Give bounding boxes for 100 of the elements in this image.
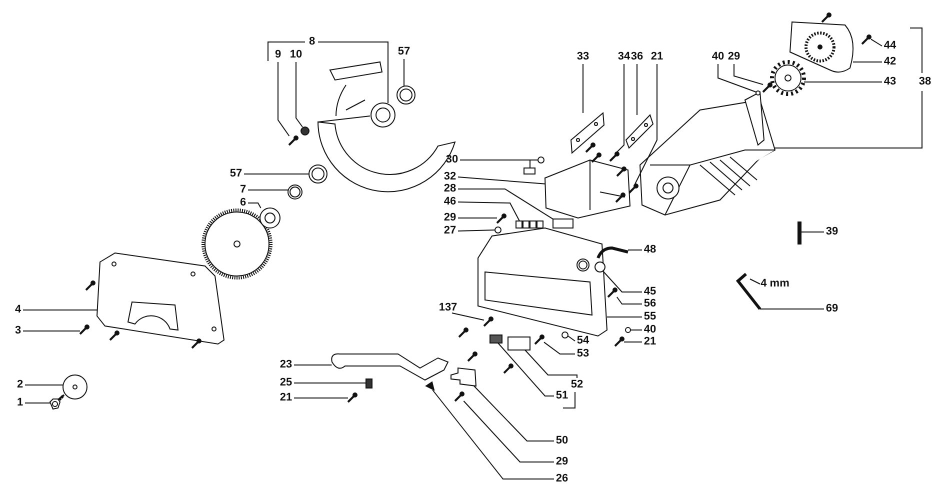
leader-line (458, 202, 520, 222)
ring (308, 164, 328, 184)
callout-number: 2 (16, 380, 24, 390)
terminal-block (516, 220, 544, 228)
screw (861, 34, 872, 45)
leader-line (458, 176, 546, 184)
washer (494, 226, 502, 234)
callout-number: 46 (444, 196, 456, 208)
leader-line (634, 64, 658, 184)
leader-line (616, 296, 642, 304)
ring (288, 184, 302, 200)
washer (62, 374, 88, 400)
leader-line (296, 62, 303, 128)
callout-number: 6 (240, 198, 246, 208)
callout-number: 7 (240, 184, 246, 196)
callout-number: 21 (650, 52, 664, 62)
leader-line (458, 230, 496, 232)
leader-line (24, 384, 64, 386)
screw (483, 316, 494, 327)
motor (639, 91, 776, 216)
leader-line (616, 64, 624, 152)
ring (396, 86, 416, 104)
leader-line (603, 272, 642, 292)
leader-line (718, 64, 756, 92)
screw (762, 82, 772, 93)
housing (478, 227, 608, 337)
leader-line (774, 90, 922, 148)
callout-number: 28 (444, 184, 456, 194)
fan (770, 60, 806, 96)
callout-number: 3 (14, 326, 22, 336)
carbon-brush (524, 168, 536, 174)
leader-line (568, 336, 576, 342)
callout-number: 38 (918, 76, 932, 88)
callout-number: 30 (446, 154, 458, 166)
brush-cap (538, 156, 544, 164)
callout-number: 25 (280, 378, 292, 388)
capacitor (552, 218, 574, 228)
plate (625, 114, 654, 149)
callout-number: 52 (570, 380, 584, 390)
callout-number: 40 (712, 52, 724, 62)
callout-number: 69 (826, 304, 838, 314)
callout-number: 23 (280, 360, 292, 370)
callout-number: 1 (16, 398, 24, 408)
callout-number: 51 (556, 390, 568, 402)
slide-switch (490, 334, 502, 344)
screw (607, 288, 618, 298)
callout-number: 56 (644, 298, 656, 310)
screw (534, 334, 544, 345)
leader-line (248, 202, 262, 208)
bolt (49, 394, 65, 410)
callout-number: 57 (230, 168, 242, 180)
leader-line (318, 42, 388, 104)
screw (288, 136, 298, 146)
callout-number: 57 (398, 46, 410, 58)
screw (609, 152, 620, 162)
callout-number: 48 (644, 244, 656, 256)
lever (331, 353, 448, 380)
leader-line (294, 364, 332, 366)
nut (300, 126, 310, 136)
callout-number: 43 (884, 76, 896, 88)
leader-line (22, 330, 80, 332)
callout-number: 9 (274, 50, 282, 60)
callout-number: 27 (444, 226, 456, 236)
dimension-label: 4 mm (760, 278, 790, 290)
callout-number: 33 (576, 52, 590, 62)
cable (596, 246, 628, 259)
callout-number: 29 (444, 212, 456, 224)
switch (508, 336, 530, 350)
leader-line (760, 308, 824, 310)
callout-number: 40 (644, 324, 656, 336)
leader-line (606, 316, 642, 318)
leader-line (870, 38, 882, 46)
screw (614, 336, 624, 347)
ring (260, 208, 280, 228)
leader-line (463, 400, 554, 462)
screw (496, 214, 506, 224)
leader-line (278, 62, 290, 136)
leader-line (524, 350, 578, 378)
spring (366, 378, 372, 388)
leader-line (474, 386, 554, 442)
leader-line (24, 402, 50, 404)
leader-line (432, 390, 554, 480)
callout-number: 44 (884, 40, 896, 52)
callout-number: 137 (438, 302, 458, 314)
washer (625, 327, 631, 333)
callout-number: 42 (884, 56, 896, 68)
plate (570, 112, 605, 154)
pin (798, 222, 802, 244)
callout-number: 4 (14, 304, 22, 316)
screw (454, 392, 464, 402)
screw (628, 184, 638, 194)
leader-line (636, 64, 638, 116)
callout-number: 26 (556, 474, 568, 484)
callout-number: 53 (576, 348, 590, 360)
callout-number: 8 (308, 36, 316, 48)
fan-cover (790, 22, 854, 73)
leader-line (544, 342, 576, 354)
callout-number: 36 (630, 52, 644, 62)
nut (562, 332, 568, 338)
callout-number: 34 (618, 52, 630, 62)
